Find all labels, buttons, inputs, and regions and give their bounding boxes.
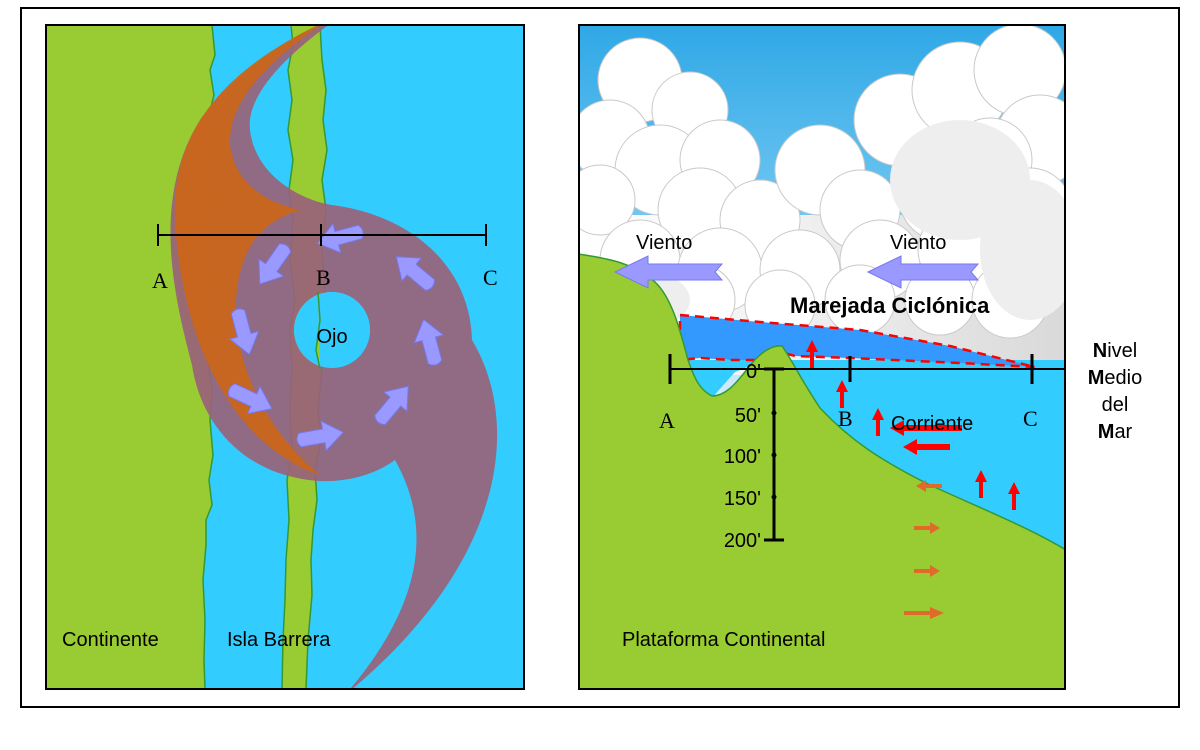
upward-arrow xyxy=(975,470,987,498)
wind-arrows xyxy=(613,255,980,289)
swirl-arrow xyxy=(374,385,409,425)
swirl-arrow xyxy=(258,243,292,285)
swirl-arrow xyxy=(227,383,273,415)
swirl-arrow xyxy=(228,308,260,356)
hurricane-spiral xyxy=(170,25,498,689)
current-label: Corriente xyxy=(891,413,973,435)
upward-arrow xyxy=(836,380,848,408)
sea-level-line xyxy=(668,354,1065,384)
sea-level-line-1: Nivel xyxy=(1093,340,1137,362)
section-label-a: A xyxy=(659,408,675,433)
current-arrow xyxy=(890,420,962,436)
depth-tick-200: 200' xyxy=(724,530,761,552)
swirl-arrow xyxy=(296,420,345,452)
cross-section-panel: 0' 50' 100' 150' 200' Viento Viento Mare… xyxy=(579,25,1065,689)
storm-surge-area xyxy=(678,313,1036,369)
transect-label-b: B xyxy=(316,265,331,290)
swirl-arrow xyxy=(395,256,435,291)
upward-arrow xyxy=(806,340,818,368)
swirl-arrow xyxy=(413,318,445,366)
continent-landmass xyxy=(46,25,216,689)
sea-level-line-3: del xyxy=(1102,394,1129,416)
transect-label-c: C xyxy=(483,265,498,290)
sea-level-line-4: Mar xyxy=(1098,421,1133,443)
eye-island-strip xyxy=(315,291,321,370)
depth-tick-50: 50' xyxy=(735,405,761,427)
wind-label-right: Viento xyxy=(890,232,946,254)
section-label-c: C xyxy=(1023,406,1038,431)
bottom-flow-arrow xyxy=(904,607,944,619)
continental-shelf-land xyxy=(579,253,1065,689)
section-label-b: B xyxy=(838,406,853,431)
transect-label-a: A xyxy=(152,268,168,293)
upward-arrow xyxy=(872,408,884,436)
bottom-flow-arrows xyxy=(904,480,944,619)
bottom-flow-arrow xyxy=(914,522,940,534)
current-arrows xyxy=(806,340,1020,510)
cross-section-panel-border xyxy=(578,24,1066,690)
continent-label: Continente xyxy=(62,629,159,651)
storm-surge-label: Marejada Ciclónica xyxy=(790,293,990,318)
bottom-flow-arrow xyxy=(916,480,942,492)
upward-arrow xyxy=(1008,482,1020,510)
sea-level-line-2: Medio xyxy=(1088,367,1142,389)
map-panel: A B C Ojo Continente Isla Barrera xyxy=(46,25,524,689)
hurricane-eye xyxy=(294,292,370,368)
hurricane-spiral-inner-band xyxy=(174,25,320,475)
eye-label: Ojo xyxy=(316,326,347,348)
barrier-island-label: Isla Barrera xyxy=(227,629,331,651)
wind-arrow-right xyxy=(866,255,980,289)
depth-scale xyxy=(764,367,784,542)
depth-tick-150: 150' xyxy=(724,488,761,510)
mean-sea-level-label: Nivel Medio del Mar xyxy=(1088,340,1142,443)
depth-tick-100: 100' xyxy=(724,446,761,468)
wind-arrow-left xyxy=(613,255,724,289)
wind-swirl-arrows xyxy=(227,222,445,452)
bottom-flow-arrow xyxy=(914,565,940,577)
map-panel-border xyxy=(45,24,525,690)
transect-line xyxy=(157,224,487,246)
current-arrow xyxy=(903,439,950,455)
continental-shelf-label: Plataforma Continental xyxy=(622,629,825,651)
depth-tick-0: 0' xyxy=(746,361,761,383)
clouds xyxy=(579,25,1065,341)
wind-label-left: Viento xyxy=(636,232,692,254)
